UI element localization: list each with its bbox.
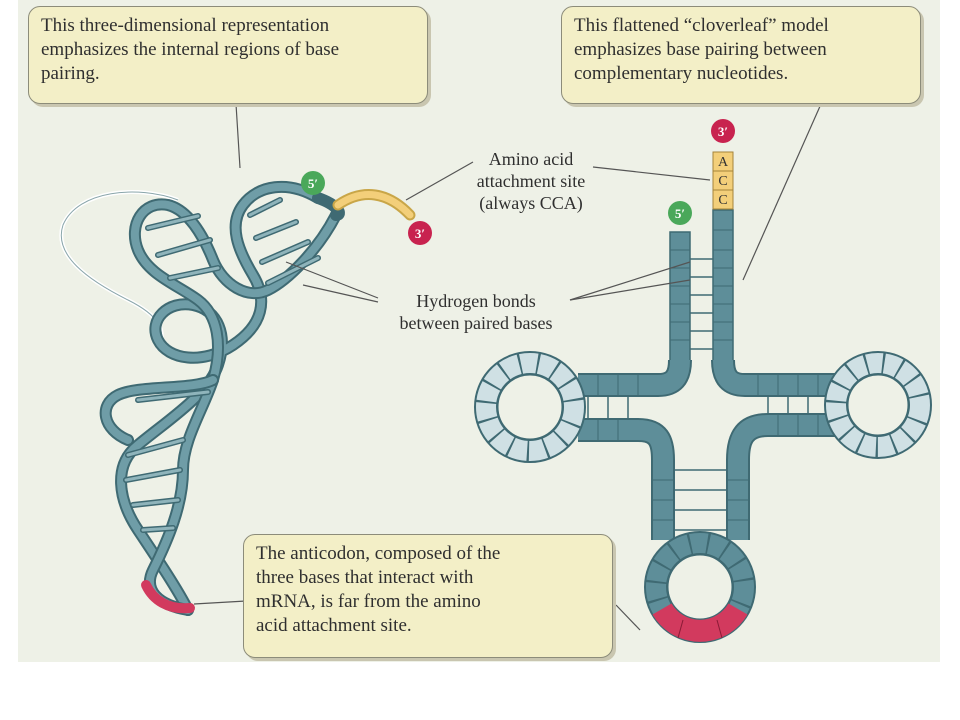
callout-3d-line-3: pairing. bbox=[41, 63, 100, 84]
callout-cloverleaf-line-2: emphasizes base pairing between bbox=[574, 39, 827, 60]
cca-base-2: C bbox=[718, 174, 727, 189]
label-hydrogen-bonds: Hydrogen bonds between paired bases bbox=[376, 290, 576, 334]
trna-3d-three-prime-text: 3′ bbox=[415, 226, 425, 241]
leader-lines bbox=[193, 103, 822, 631]
cloverleaf-anticodon-arm-hbonds bbox=[675, 469, 726, 531]
callout-anticodon-line-3: mRNA, is far from the amino bbox=[256, 591, 481, 612]
trna-3d-five-prime-text: 5′ bbox=[308, 176, 318, 191]
cloverleaf-acceptor-stem bbox=[669, 209, 734, 366]
amino-acid-label-line-3: (always CCA) bbox=[479, 193, 583, 213]
hydrogen-bonds-label-line-1: Hydrogen bonds bbox=[416, 291, 536, 311]
callout-3d-representation: This three-dimensional representation em… bbox=[28, 6, 428, 104]
cloverleaf-d-arm-hbonds bbox=[587, 397, 629, 418]
trna-diagram: 5′ 3′ bbox=[59, 103, 932, 643]
cloverleaf-t-arm-hbonds bbox=[767, 397, 829, 413]
hydrogen-bonds-label-line-2: between paired bases bbox=[399, 313, 553, 333]
trna-cloverleaf-model: A C C bbox=[474, 119, 932, 643]
amino-acid-label-line-1: Amino acid bbox=[488, 149, 574, 169]
callout-cloverleaf-model: This flattened “cloverleaf” model emphas… bbox=[561, 6, 921, 104]
trna-3d-anticodon bbox=[141, 580, 195, 614]
cca-base-3: C bbox=[718, 193, 727, 208]
cloverleaf-d-loop bbox=[474, 351, 586, 463]
figure-panel: 5′ 3′ bbox=[18, 0, 940, 662]
callout-anticodon-line-4: acid attachment site. bbox=[256, 615, 412, 636]
trna-3d-model: 5′ 3′ bbox=[59, 171, 432, 616]
callout-anticodon-line-2: three bases that interact with bbox=[256, 567, 474, 588]
amino-acid-label-line-2: attachment site bbox=[476, 171, 586, 191]
cloverleaf-acceptor-hbonds bbox=[690, 258, 713, 350]
cloverleaf-cca-boxes: A C C bbox=[712, 151, 734, 210]
cloverleaf-five-prime-text: 5′ bbox=[675, 206, 685, 221]
callout-cloverleaf-line-1: This flattened “cloverleaf” model bbox=[574, 15, 829, 36]
cloverleaf-three-prime-text: 3′ bbox=[718, 124, 728, 139]
cloverleaf-five-prime-badge bbox=[668, 201, 692, 225]
callout-3d-line-1: This three-dimensional representation bbox=[41, 15, 330, 36]
trna-3d-five-prime-badge bbox=[301, 171, 325, 195]
trna-3d-three-prime-badge bbox=[408, 221, 432, 245]
cloverleaf-backbone bbox=[578, 359, 838, 540]
callout-3d-line-2: emphasizes the internal regions of base bbox=[41, 39, 340, 60]
cloverleaf-anticodon bbox=[652, 602, 748, 642]
cloverleaf-three-prime-badge bbox=[711, 119, 735, 143]
callout-anticodon: The anticodon, composed of the three bas… bbox=[243, 534, 613, 658]
trna-3d-strand bbox=[99, 180, 345, 616]
cloverleaf-t-loop bbox=[824, 351, 932, 459]
cloverleaf-anticodon-loop bbox=[644, 531, 756, 643]
callout-anticodon-line-1: The anticodon, composed of the bbox=[256, 543, 501, 564]
label-amino-acid-attachment-site: Amino acid attachment site (always CCA) bbox=[456, 148, 606, 214]
callout-cloverleaf-line-3: complementary nucleotides. bbox=[574, 63, 789, 84]
cca-base-1: A bbox=[718, 155, 729, 170]
